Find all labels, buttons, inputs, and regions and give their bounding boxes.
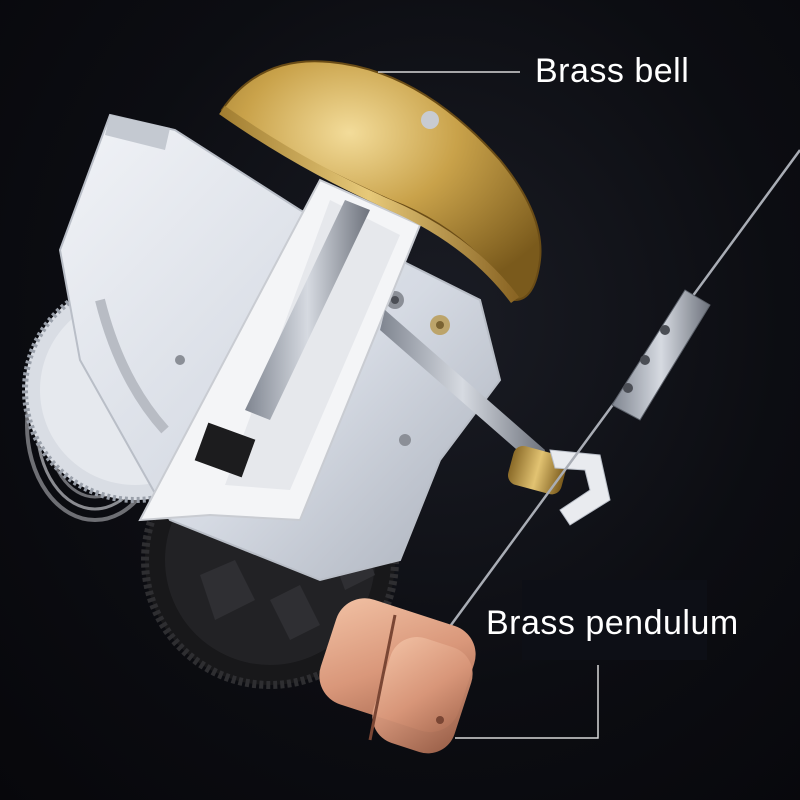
brass-bell	[219, 60, 542, 304]
bell-callout-label: Brass bell	[535, 52, 690, 90]
brass-pendulum-bob	[319, 598, 476, 754]
pendulum-leader-line	[455, 665, 599, 739]
arc-spring	[95, 298, 169, 434]
pendulum-label-backdrop	[522, 580, 707, 660]
pendulum-callout-label: Brass pendulum	[486, 604, 739, 642]
pendulum-clip	[611, 289, 711, 421]
hammer-frame	[138, 178, 422, 522]
pivot-rod	[380, 310, 611, 526]
